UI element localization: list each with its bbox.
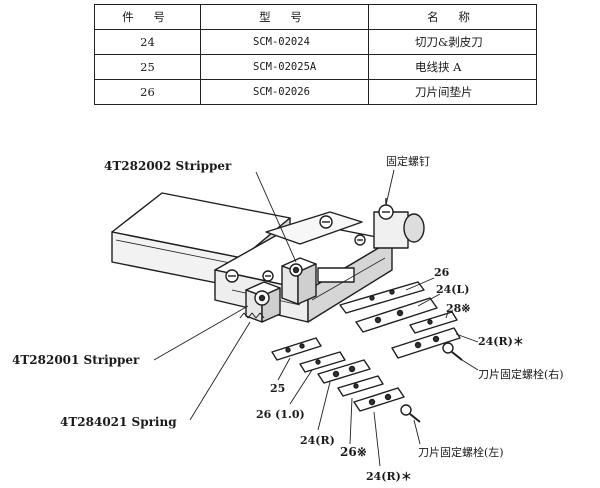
stripper-block-top [281, 257, 317, 305]
shim-26-1 [299, 351, 346, 373]
label-spring: 4T284021 Spring [60, 415, 177, 429]
wire-clamp-25 [271, 337, 322, 361]
blade-part-24-left [355, 297, 438, 333]
blade-part-26 [339, 281, 425, 314]
cell-model: SCM-02026 [200, 79, 369, 105]
blade-part-24-r-star [353, 387, 421, 423]
label-24l: 24(L) [436, 283, 469, 296]
fixing-screw-assembly [373, 198, 425, 249]
leader-lines [153, 169, 479, 467]
shim-26-star [337, 375, 384, 397]
table-header-row: 件 号 型 号 名 称 [94, 4, 537, 30]
cell-name: 刀片间垫片 [368, 79, 537, 105]
label-24r-star-right: 24(R)＊ [478, 335, 524, 348]
cell-name: 电线挟 A [368, 54, 537, 80]
cell-name: 切刀&剥皮刀 [368, 29, 537, 55]
label-25: 25 [270, 382, 285, 395]
cell-model: SCM-02025A [200, 54, 369, 80]
blade-part-24-r [317, 359, 371, 384]
screw-icon [225, 215, 366, 283]
parts-table: 件 号 型 号 名 称 24 SCM-02024 切刀&剥皮刀 25 SCM-0… [94, 4, 537, 105]
label-26-1: 26 (1.0) [256, 408, 305, 421]
blade-part-28 [409, 311, 458, 334]
label-24r-star-bottom: 24(R)＊ [366, 470, 412, 483]
header-model: 型 号 [200, 4, 369, 30]
table-row: 25 SCM-02025A 电线挟 A [94, 54, 537, 80]
spring [239, 312, 265, 319]
table-row: 26 SCM-02026 刀片间垫片 [94, 79, 537, 105]
cell-part-no: 24 [94, 29, 201, 55]
label-28: 28※ [446, 302, 471, 315]
label-fixing-screw: 固定螺钉 [386, 154, 430, 168]
label-blade-screw-right: 刀片固定螺栓(右) [478, 367, 564, 381]
blade-part-24-right [391, 327, 463, 361]
label-26-star: 26※ [340, 445, 367, 459]
header-part-no: 件 号 [94, 4, 201, 30]
label-blade-screw-left: 刀片固定螺栓(左) [418, 445, 504, 459]
callout-labels: 4T282002 Stripper 固定螺钉 4T282001 Stripper… [12, 154, 564, 483]
stripper-block-left [245, 281, 281, 323]
label-26: 26 [434, 266, 450, 279]
label-24r: 24(R) [300, 434, 335, 447]
label-stripper-top: 4T282002 Stripper [104, 159, 232, 173]
cell-part-no: 25 [94, 54, 201, 80]
cell-part-no: 26 [94, 79, 201, 105]
label-stripper-left: 4T282001 Stripper [12, 353, 140, 367]
table-row: 24 SCM-02024 切刀&剥皮刀 [94, 29, 537, 55]
